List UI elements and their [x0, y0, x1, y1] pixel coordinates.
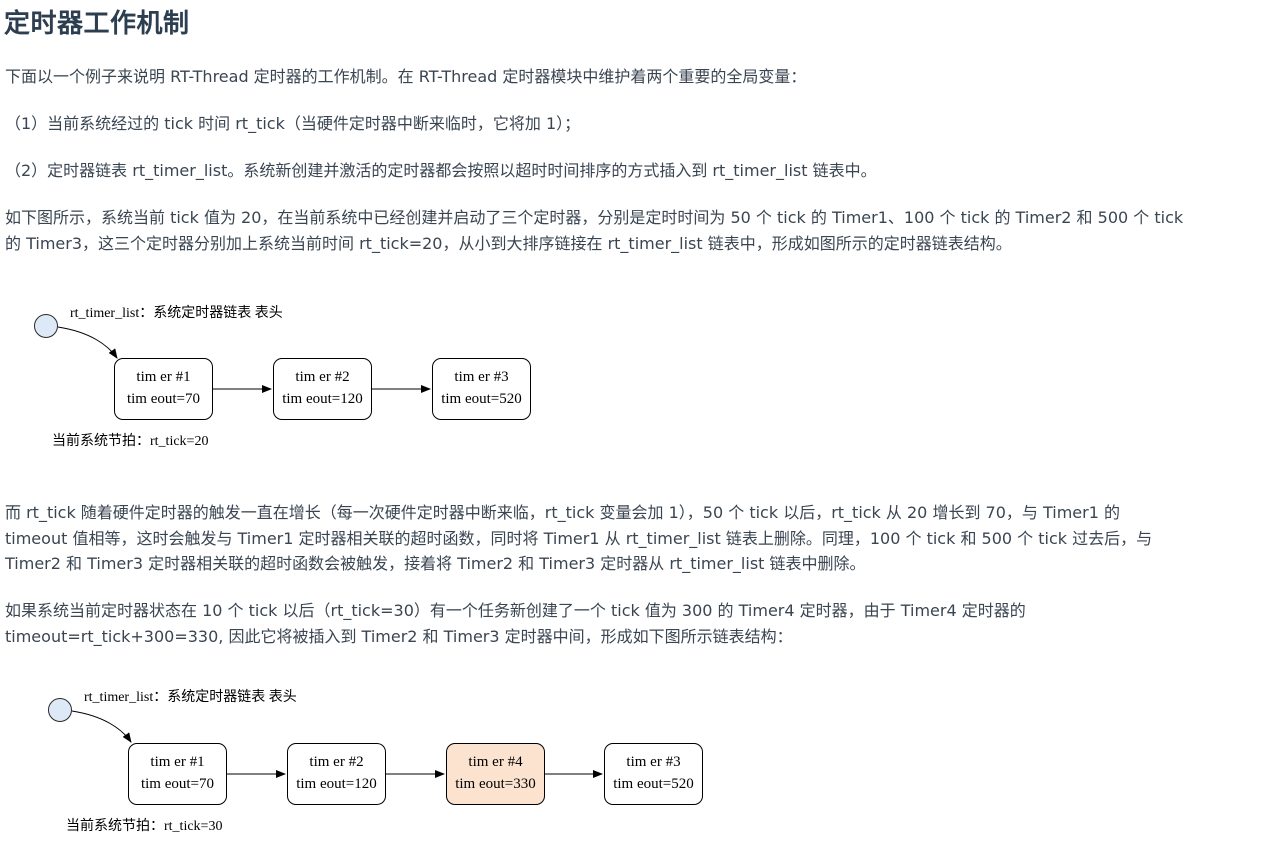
timer-node-name: tim er #3	[626, 754, 681, 770]
list-head-label: rt_timer_list：系统定时器链表 表头	[84, 690, 297, 705]
insert-paragraph-line-2: timeout=rt_tick+300=330, 因此它将被插入到 Timer2…	[5, 627, 793, 646]
page-title: 定时器工作机制	[4, 9, 190, 39]
timer-node-timeout: tim eout=70	[140, 776, 215, 792]
insert-paragraph-line-1: 如果系统当前定时器状态在 10 个 tick 以后（rt_tick=30）有一个…	[5, 601, 1026, 620]
current-tick-label: 当前系统节拍：rt_tick=20	[52, 434, 209, 449]
timer-node: tim er #1 tim eout=70	[114, 358, 213, 420]
timer-node: tim er #2 tim eout=120	[287, 743, 386, 805]
list-item-rt-timer-list: （2）定时器链表 rt_timer_list。系统新创建并激活的定时器都会按照以…	[5, 161, 877, 180]
timer-node-timeout: tim eout=120	[296, 776, 377, 792]
timer-node-name: tim er #2	[295, 369, 350, 385]
tick-growth-paragraph-line-3: Timer2 和 Timer3 定时器相关联的超时函数会被触发，接着将 Time…	[5, 554, 866, 573]
head-arrow-2	[71, 710, 132, 743]
example-paragraph-line-1: 如下图所示，系统当前 tick 值为 20，在当前系统中已经创建并启动了三个定时…	[5, 208, 1184, 227]
timer-node-timeout: tim eout=330	[455, 776, 536, 792]
intro-paragraph: 下面以一个例子来说明 RT-Thread 定时器的工作机制。在 RT-Threa…	[5, 67, 807, 86]
list-head-circle	[34, 314, 58, 338]
timer-node: tim er #1 tim eout=70	[128, 743, 227, 805]
timer-node-name: tim er #2	[309, 754, 364, 770]
example-paragraph-line-2: 的 Timer3，这三个定时器分别加上系统当前时间 rt_tick=20，从小到…	[5, 234, 1012, 253]
timer-node-name: tim er #4	[468, 754, 523, 770]
list-head-label: rt_timer_list：系统定时器链表 表头	[70, 306, 283, 321]
timer-node-timeout: tim eout=70	[126, 391, 201, 407]
timer-node: tim er #2 tim eout=120	[273, 358, 372, 420]
head-arrow-1	[57, 326, 118, 359]
list-head-circle	[48, 698, 72, 722]
timer-node-timeout: tim eout=120	[282, 391, 363, 407]
tick-growth-paragraph-line-1: 而 rt_tick 随着硬件定时器的触发一直在增长（每一次硬件定时器中断来临，r…	[5, 503, 1120, 522]
current-tick-label: 当前系统节拍：rt_tick=30	[66, 819, 223, 834]
timer-node: tim er #3 tim eout=520	[432, 358, 531, 420]
timer-node-timeout: tim eout=520	[613, 776, 694, 792]
list-item-rt-tick: （1）当前系统经过的 tick 时间 rt_tick（当硬件定时器中断来临时，它…	[5, 114, 581, 133]
timer-node-name: tim er #1	[150, 754, 205, 770]
timer-node-timeout: tim eout=520	[441, 391, 522, 407]
timer-node-name: tim er #1	[136, 369, 191, 385]
timer-node: tim er #3 tim eout=520	[604, 743, 703, 805]
timer-node-new: tim er #4 tim eout=330	[446, 743, 545, 805]
tick-growth-paragraph-line-2: timeout 值相等，这时会触发与 Timer1 定时器相关联的超时函数，同时…	[5, 529, 1153, 548]
timer-node-name: tim er #3	[454, 369, 509, 385]
